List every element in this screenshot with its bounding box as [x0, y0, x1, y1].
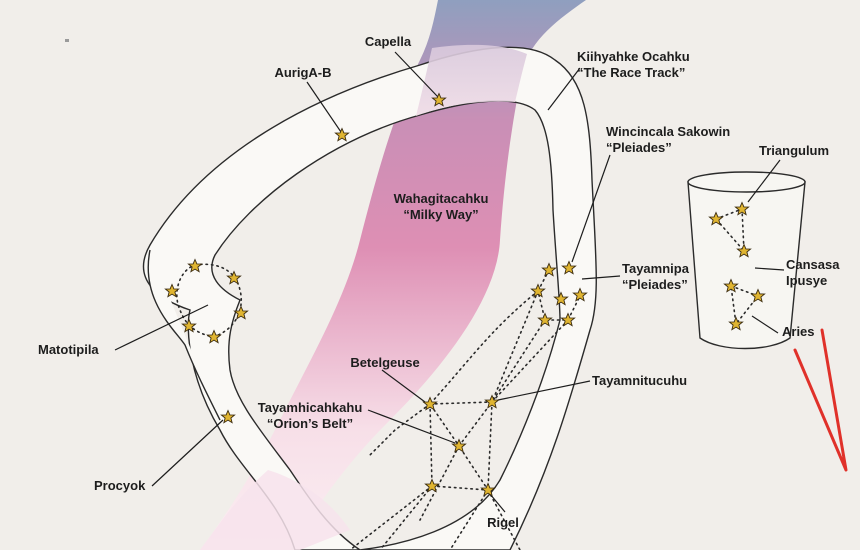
label-auriga-b: AurigA-B — [274, 65, 331, 80]
label-race-track-2: “The Race Track” — [577, 65, 685, 80]
label-tayamnitucuhu: Tayamnitucuhu — [592, 373, 687, 388]
label-orions-belt-2: “Orion’s Belt” — [267, 416, 353, 431]
label-tayamnipa-2: “Pleiades” — [622, 277, 688, 292]
check-mark-icon — [793, 328, 848, 472]
cup-icon — [687, 171, 806, 350]
label-milky-way-1: Wahagitacahku — [394, 191, 489, 206]
label-capella: Capella — [365, 34, 412, 49]
label-tayamnipa-1: Tayamnipa — [622, 261, 690, 276]
label-wincincala-1: Wincincala Sakowin — [606, 124, 730, 139]
label-race-track-1: Kiihyahke Ocahku — [577, 49, 690, 64]
label-milky-way-2: “Milky Way” — [403, 207, 478, 222]
star-icon — [541, 263, 557, 277]
label-rigel: Rigel — [487, 515, 519, 530]
star-icon — [451, 439, 467, 453]
star-icon — [226, 271, 242, 285]
race-track-band — [143, 46, 597, 550]
label-procyok: Procyok — [94, 478, 146, 493]
labels: Capella AurigA-B Kiihyahke Ocahku “The R… — [38, 34, 840, 530]
label-betelgeuse: Betelgeuse — [350, 355, 419, 370]
label-triangulum: Triangulum — [759, 143, 829, 158]
milky-way-band — [200, 0, 586, 550]
label-wincincala-2: “Pleiades” — [606, 140, 672, 155]
label-cansasa-1: Cansasa — [786, 257, 840, 272]
label-aries: Aries — [782, 324, 815, 339]
label-cansasa-2: Ipusye — [786, 273, 827, 288]
milky-way-crossing-2 — [200, 470, 350, 550]
label-orions-belt-1: Tayamhicahkahu — [258, 400, 363, 415]
speck — [65, 39, 69, 42]
star-icon — [537, 313, 553, 327]
leader-lines — [114, 51, 785, 513]
label-matotipila: Matotipila — [38, 342, 99, 357]
matotipila-loop — [147, 249, 221, 421]
